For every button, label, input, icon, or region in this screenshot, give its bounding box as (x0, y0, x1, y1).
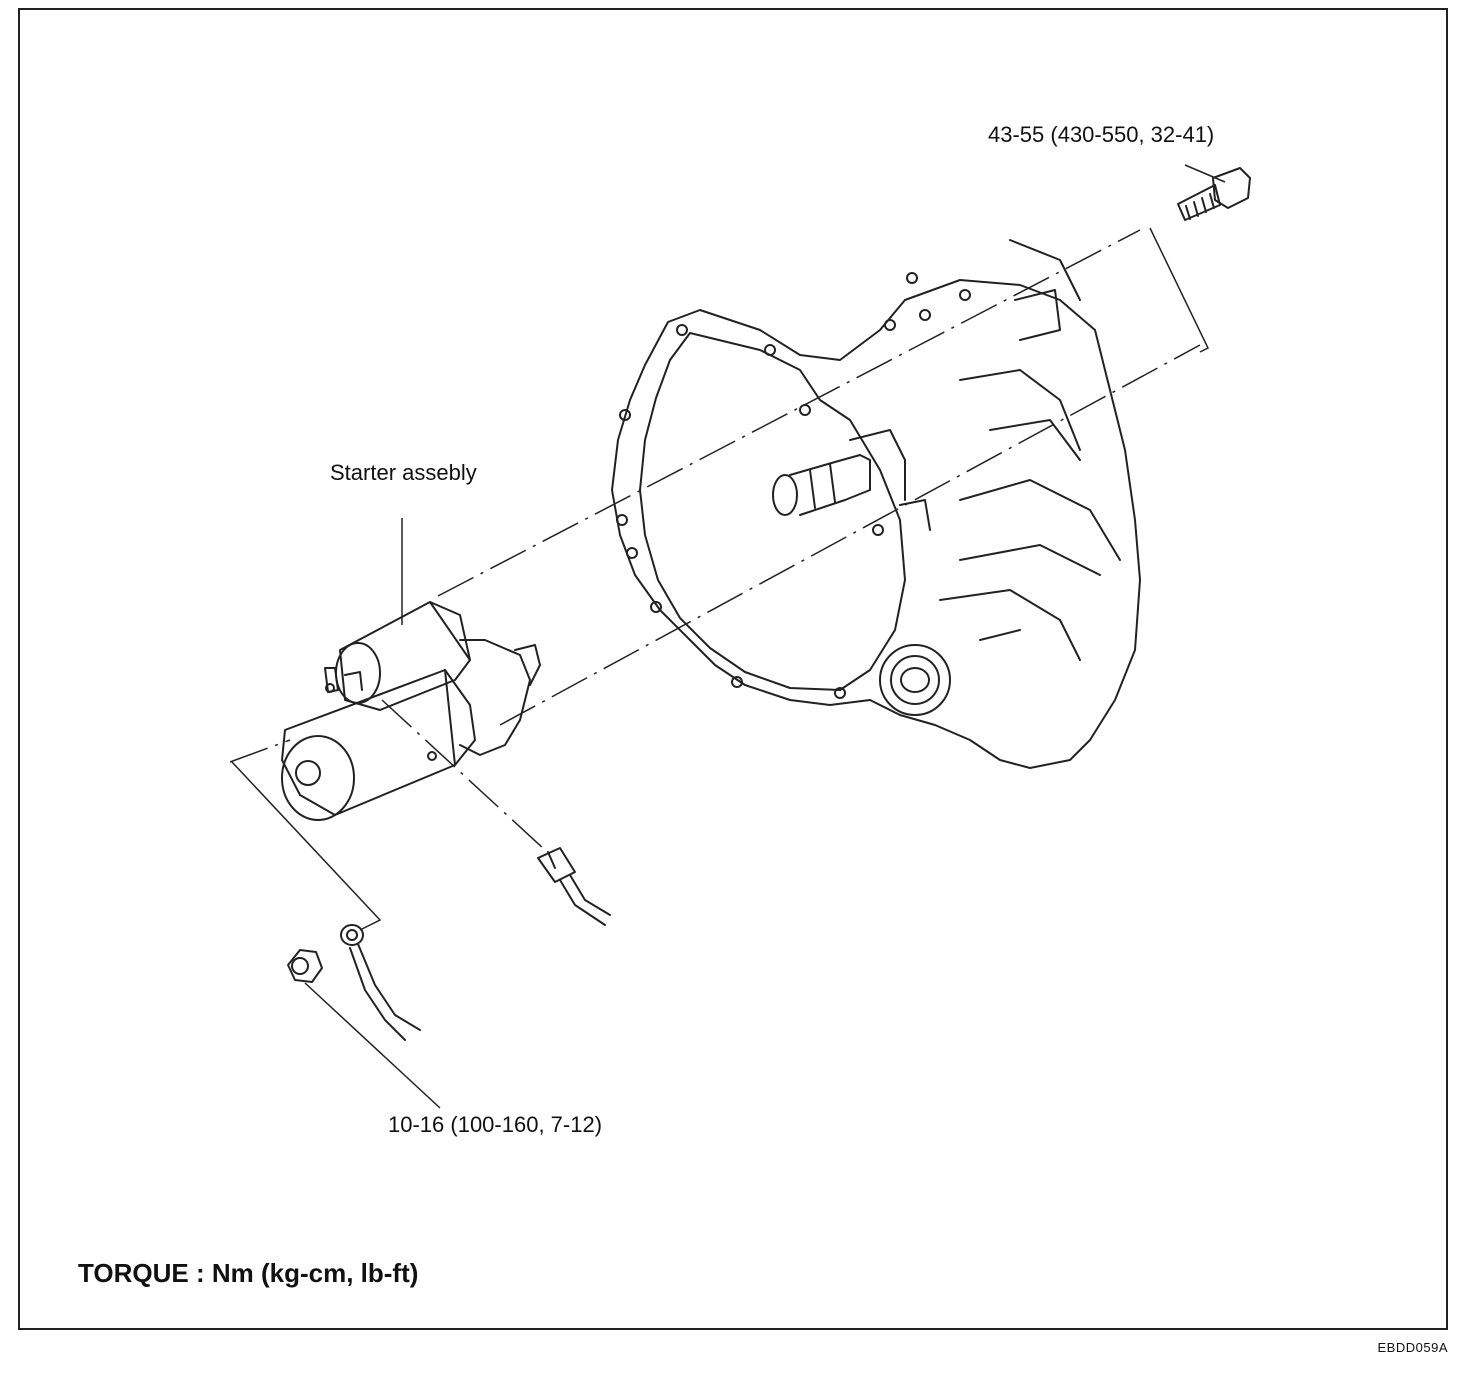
bottom-bolt-torque-label: 10-16 (100-160, 7-12) (388, 1112, 603, 1137)
torque-units-note: TORQUE : Nm (kg-cm, lb-ft) (78, 1258, 419, 1288)
bolt-icon (1177, 167, 1251, 221)
nut-icon (287, 949, 323, 983)
figure-code: EBDD059A (1377, 1340, 1448, 1355)
starter-assembly-label: Starter assebly (330, 460, 477, 485)
connector-plug (537, 847, 611, 926)
starter-motor (281, 601, 541, 821)
ring-terminal (340, 924, 421, 1041)
diagram-frame (18, 8, 1448, 1330)
transaxle-housing (611, 239, 1141, 769)
top-bolt-torque-label: 43-55 (430-550, 32-41) (988, 122, 1215, 147)
